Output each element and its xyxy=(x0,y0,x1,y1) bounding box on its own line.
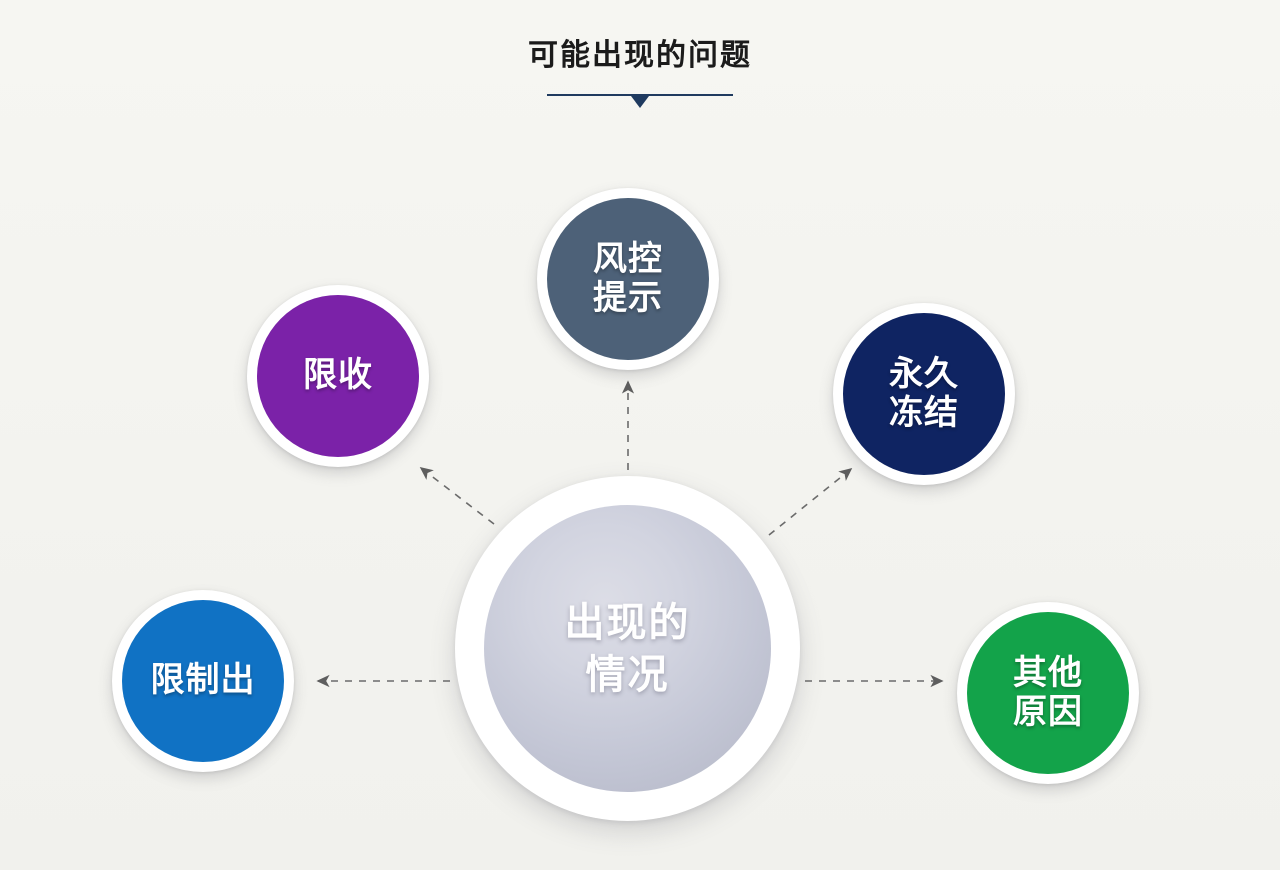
node-permanent-freeze[interactable]: 永久 冻结 xyxy=(833,303,1015,485)
page-title-block: 可能出现的问题 xyxy=(0,38,1280,110)
node-risk-warning-disc: 风控 提示 xyxy=(547,198,709,360)
node-limit-incoming-disc: 限收 xyxy=(257,295,419,457)
node-other-reasons-disc: 其他 原因 xyxy=(967,612,1129,774)
connector-hub-to-limit-in xyxy=(419,467,495,525)
node-risk-warning-label: 风控 提示 xyxy=(593,239,663,317)
node-permanent-freeze-disc: 永久 冻结 xyxy=(843,313,1005,475)
node-limit-outgoing-label: 限制出 xyxy=(150,661,256,700)
node-other-reasons[interactable]: 其他 原因 xyxy=(957,602,1139,784)
node-risk-warning[interactable]: 风控 提示 xyxy=(537,188,719,370)
page-title: 可能出现的问题 xyxy=(528,39,752,72)
node-other-reasons-label: 其他 原因 xyxy=(1013,653,1083,731)
node-limit-outgoing-disc: 限制出 xyxy=(122,600,284,762)
node-hub-situation[interactable]: 出现的 情况 xyxy=(455,476,800,821)
title-caret-icon xyxy=(631,96,649,108)
title-divider-line xyxy=(547,94,733,96)
title-divider xyxy=(547,94,733,110)
node-permanent-freeze-label: 永久 冻结 xyxy=(889,354,959,432)
node-limit-outgoing[interactable]: 限制出 xyxy=(112,590,294,772)
node-limit-incoming[interactable]: 限收 xyxy=(247,285,429,467)
node-limit-incoming-label: 限收 xyxy=(303,356,373,395)
node-hub-situation-disc: 出现的 情况 xyxy=(484,505,771,792)
connector-hub-to-freeze xyxy=(768,467,853,536)
node-hub-situation-label: 出现的 情况 xyxy=(564,600,691,697)
